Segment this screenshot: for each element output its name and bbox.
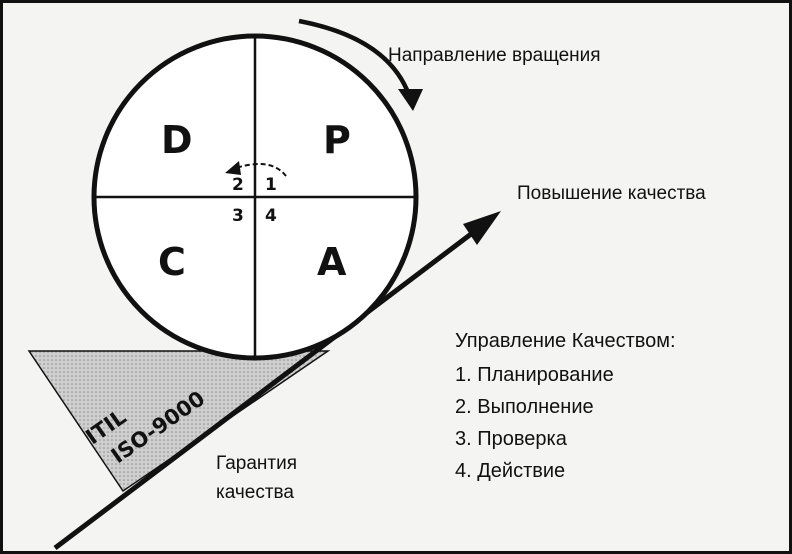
center-rotation-arrowhead (225, 161, 241, 175)
quality-management-item-1: 1. Планирование (455, 364, 614, 386)
quality-management-item-2: 2. Выполнение (455, 396, 594, 418)
center-rotation-arrow (235, 162, 287, 177)
quadrant-a-label: A (317, 240, 347, 284)
quality-management-item-4: 4. Действие (455, 460, 565, 482)
quadrant-d-label: D (161, 118, 193, 162)
diagram-canvas: D P C A 1 2 3 4 Направление вращения Пов… (27, 18, 706, 550)
quality-incline-line (53, 223, 485, 550)
step-number-2: 2 (232, 175, 244, 195)
quadrant-p-label: P (323, 118, 351, 162)
step-number-3: 3 (232, 206, 244, 226)
rotation-direction-arrowhead (398, 89, 423, 111)
quality-assurance-label-line2: качества (216, 482, 294, 503)
quality-assurance-label-line1: Гарантия (216, 453, 297, 474)
step-number-4: 4 (265, 206, 277, 226)
rotation-direction-arrow (298, 18, 412, 96)
quality-management-item-3: 3. Проверка (455, 428, 568, 450)
rotation-direction-label: Направление вращения (388, 45, 601, 66)
incline-arrowhead (463, 211, 501, 245)
quality-management-title: Управление Качеством: (455, 330, 676, 352)
step-number-1: 1 (265, 175, 277, 195)
quality-improvement-label: Повышение качества (517, 183, 706, 204)
quadrant-c-label: C (158, 240, 186, 284)
